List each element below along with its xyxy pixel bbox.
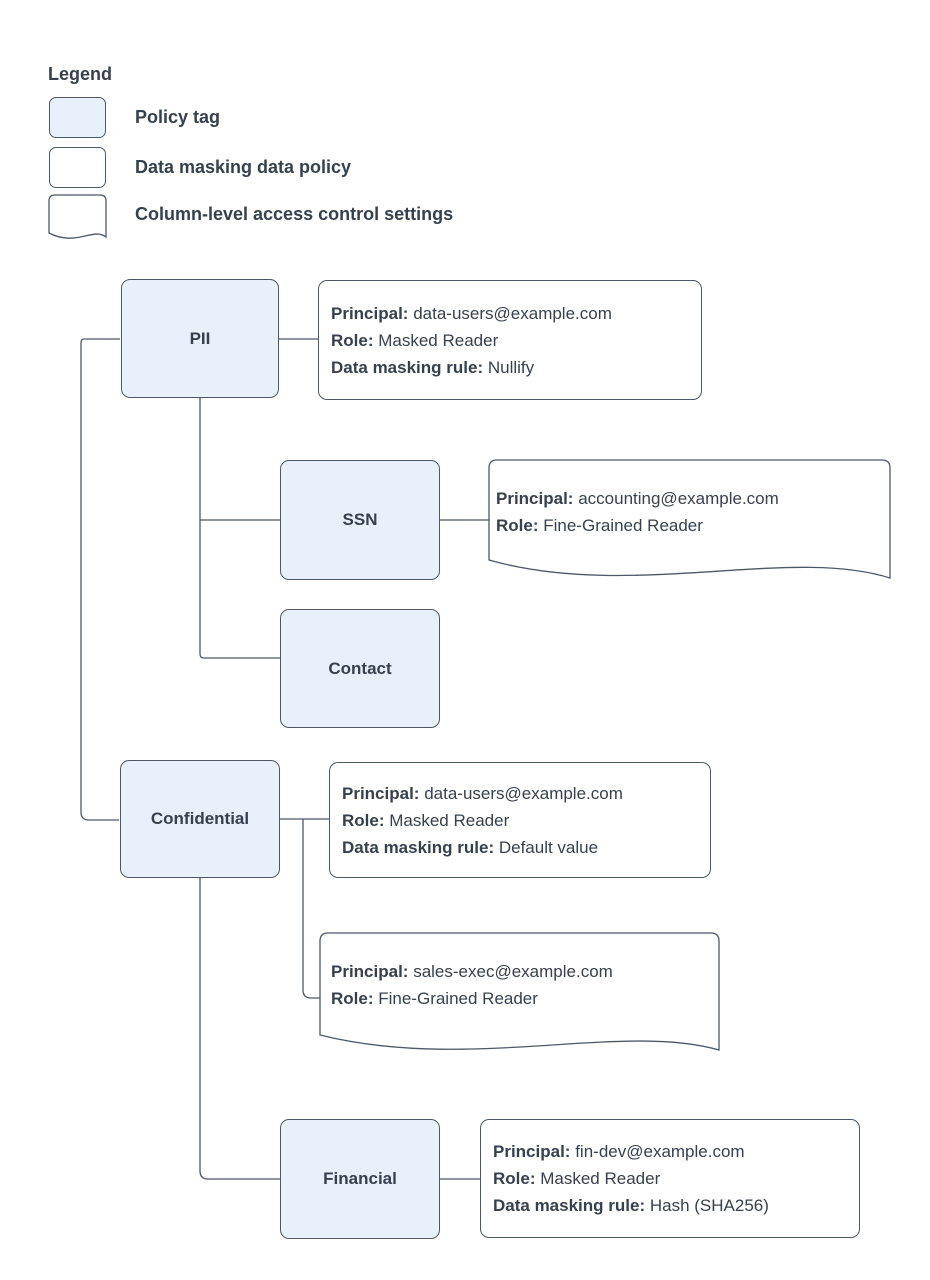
legend-label-data-policy: Data masking data policy [135,157,352,177]
policy-role-row: Role: Masked Reader [493,1169,661,1188]
policy-role-row: Role: Masked Reader [331,330,499,350]
legend-swatch-data-policy [49,147,106,188]
policy-principal-row: Principal: data-users@example.com [342,783,623,803]
connector-pii-to-contact [199,398,280,659]
data-policy-confidential: Principal: data-users@example.com Role: … [329,762,711,878]
policy-tag-ssn: SSN [280,460,440,580]
connector-trunk-pii-confidential [80,338,120,821]
data-policy-financial: Principal: fin-dev@example.com Role: Mas… [480,1119,860,1238]
access-control-shape-confidential [319,932,720,1051]
legend-swatch-access-control [48,194,107,239]
access-control-shape-ssn [488,459,891,579]
policy-tag-confidential: Confidential [120,760,280,878]
policy-principal-row: Principal: fin-dev@example.com [493,1142,745,1161]
access-control-confidential: Principal: sales-exec@example.com Role: … [331,935,717,1035]
policy-principal-row: Principal: data-users@example.com [331,303,612,323]
legend-label-policy-tag: Policy tag [135,107,221,127]
policy-role-row: Role: Masked Reader [342,810,510,830]
policy-role-row: Role: Fine-Grained Reader [496,516,703,535]
policy-rule-row: Data masking rule: Nullify [331,357,535,377]
policy-tag-financial: Financial [280,1119,440,1239]
connector-confidential-to-access-settings [302,819,320,999]
policy-rule-row: Data masking rule: Default value [342,837,599,857]
policy-rule-row: Data masking rule: Hash (SHA256) [493,1196,769,1215]
legend-title: Legend [48,64,113,84]
connector-confidential-to-financial [199,878,280,1180]
policy-principal-row: Principal: sales-exec@example.com [331,962,613,981]
policy-principal-row: Principal: accounting@example.com [496,489,779,508]
policy-tag-contact: Contact [280,609,440,728]
policy-tag-pii: PII [121,279,279,398]
legend-label-access-control: Column-level access control settings [135,204,454,224]
data-policy-pii: Principal: data-users@example.com Role: … [318,280,702,400]
legend-swatch-policy-tag [49,97,106,138]
policy-role-row: Role: Fine-Grained Reader [331,989,538,1008]
access-control-ssn: Principal: accounting@example.com Role: … [496,462,886,562]
